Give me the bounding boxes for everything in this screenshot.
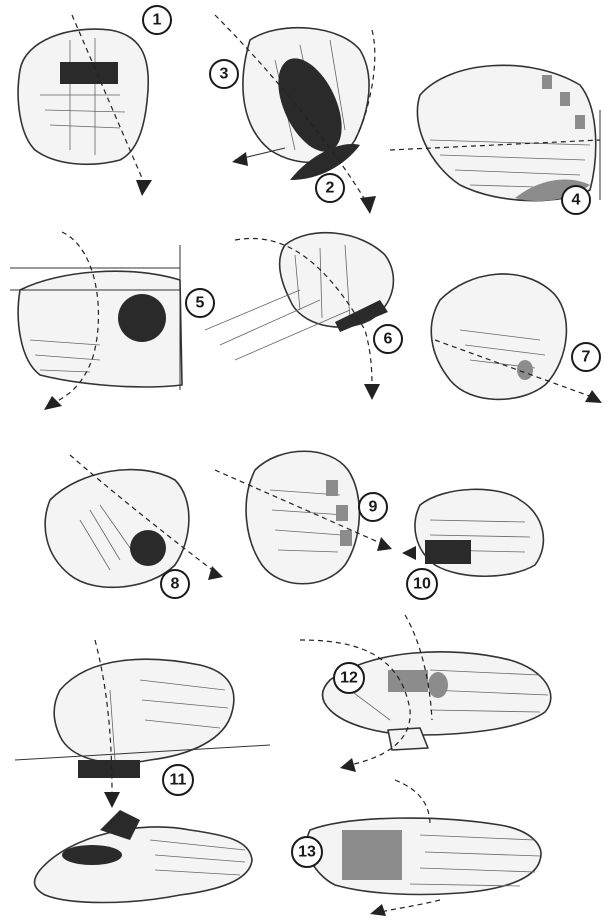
strike-zone-7 <box>517 360 533 380</box>
label-10: 10 <box>407 569 437 599</box>
svg-text:13: 13 <box>298 844 316 861</box>
label-11: 11 <box>163 765 193 795</box>
strike-zone-4-knuckle-c <box>575 115 585 129</box>
strike-zone-11-edge <box>78 760 140 778</box>
svg-text:1: 1 <box>153 12 162 29</box>
figure-2-3 <box>215 15 376 214</box>
figure-11 <box>15 640 270 903</box>
svg-text:5: 5 <box>196 295 205 312</box>
strike-zone-12-a <box>388 670 428 692</box>
label-1: 1 <box>143 6 171 34</box>
svg-text:3: 3 <box>220 66 229 83</box>
svg-text:7: 7 <box>582 349 591 366</box>
label-2: 2 <box>316 174 344 202</box>
strike-zone-10 <box>425 540 471 564</box>
strike-zone-12-b <box>428 672 448 698</box>
svg-text:4: 4 <box>572 192 581 209</box>
figure-7 <box>431 274 602 403</box>
strike-zone-4-knuckle-a <box>542 75 552 89</box>
label-9: 9 <box>359 493 387 521</box>
label-3: 3 <box>210 60 238 88</box>
svg-text:2: 2 <box>326 180 335 197</box>
label-13: 13 <box>292 837 322 867</box>
svg-text:12: 12 <box>340 670 358 687</box>
label-4: 4 <box>562 186 590 214</box>
strike-zone-11-palm-b <box>62 845 122 865</box>
strike-zone-13 <box>342 830 402 880</box>
strike-zone-1 <box>60 62 118 84</box>
svg-text:8: 8 <box>171 576 180 593</box>
figure-6 <box>205 233 393 400</box>
strike-zone-9-c <box>340 530 352 546</box>
svg-text:11: 11 <box>170 772 187 789</box>
strike-zone-8 <box>130 530 166 566</box>
svg-text:6: 6 <box>384 331 393 348</box>
svg-text:9: 9 <box>369 499 378 516</box>
strike-zone-9-b <box>336 505 348 521</box>
figure-4 <box>390 65 600 201</box>
figure-1 <box>18 15 152 196</box>
label-7: 7 <box>572 343 600 371</box>
strike-zone-9-a <box>326 480 338 496</box>
label-5: 5 <box>186 289 214 317</box>
figure-13 <box>307 780 541 916</box>
figure-12 <box>300 615 551 772</box>
label-6: 6 <box>374 325 402 353</box>
label-12: 12 <box>334 663 364 693</box>
figure-8 <box>45 455 223 587</box>
label-8: 8 <box>161 570 189 598</box>
svg-text:10: 10 <box>413 576 431 593</box>
strike-zone-5 <box>118 294 166 342</box>
figure-5 <box>10 232 182 410</box>
strike-zone-4-knuckle-b <box>560 92 570 106</box>
